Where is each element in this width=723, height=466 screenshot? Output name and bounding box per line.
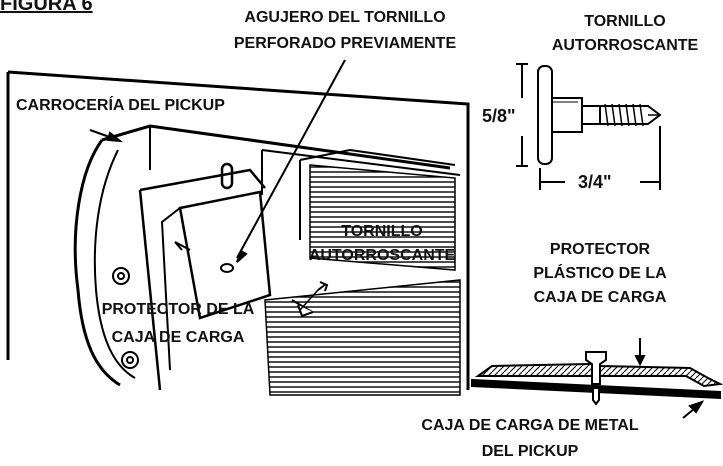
figure-title: FIGURA 6 (0, 0, 93, 15)
drilled-hole-label-line1: AGUJERO DEL TORNILLO (244, 9, 446, 26)
screw-detail-label: TORNILLO AUTORROSCANTE (520, 12, 723, 56)
truck-body-label: CARROCERÍA DEL PICKUP (16, 97, 225, 114)
screw-detail-label-line2: AUTORROSCANTE (551, 37, 699, 54)
drilled-hole-label: AGUJERO DEL TORNILLO PERFORADO PREVIAMEN… (200, 8, 490, 54)
bed-protector-label-line2: CAJA DE CARGA (111, 329, 245, 346)
cross-section-drawing (471, 338, 723, 419)
plastic-protector-label-line3: CAJA DE CARGA (533, 289, 667, 306)
bed-protector-label: PROTECTOR DE LA CAJA DE CARGA (58, 300, 298, 348)
pickup-bed-drawing (6, 70, 470, 391)
screw-in-panel (291, 281, 329, 318)
dimension-height-label: 5/8" (482, 106, 516, 126)
drilled-hole (220, 263, 234, 273)
plastic-protector-label-line1: PROTECTOR (549, 241, 651, 258)
bed-corrugation (264, 148, 461, 396)
plastic-protector-label: PROTECTOR PLÁSTICO DE LA CAJA DE CARGA (500, 240, 700, 308)
screw-main-label: TORNILLO AUTORROSCANTE (282, 222, 482, 266)
plastic-protector-label-line2: PLÁSTICO DE LA (533, 265, 667, 282)
screw-detail-drawing (537, 65, 662, 165)
metal-bed-label-line2: DEL PICKUP (481, 443, 579, 460)
bed-protector-label-line1: PROTECTOR DE LA (101, 301, 255, 318)
screw-main-label-line1: TORNILLO (341, 223, 423, 240)
dimension-length-label: 3/4" (578, 172, 612, 192)
metal-bed-label: CAJA DE CARGA DE METAL DEL PICKUP (350, 416, 710, 462)
screw-detail-label-line1: TORNILLO (584, 13, 666, 30)
metal-bed-label-line1: CAJA DE CARGA DE METAL (421, 417, 639, 434)
drilled-hole-label-line2: PERFORADO PREVIAMENTE (233, 35, 457, 52)
leader-lines (89, 59, 346, 263)
tie-down-knobs (112, 267, 139, 369)
dimension-lines (516, 63, 661, 190)
screw-main-label-line2: AUTORROSCANTE (308, 247, 456, 264)
